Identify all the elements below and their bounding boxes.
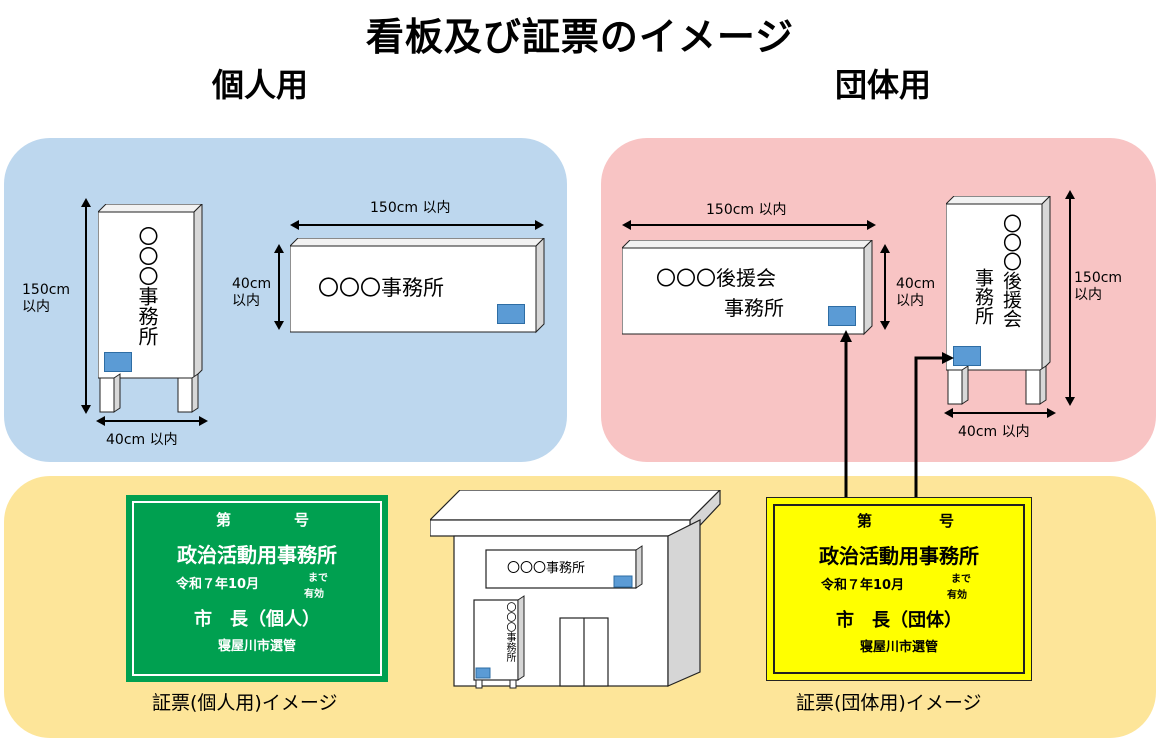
group-sign-line2: 事務所 [724, 296, 784, 320]
group-vertical-signboard [946, 196, 1051, 405]
cert-number-suffix: 号 [294, 511, 310, 529]
individual-cert-caption: 証票(個人用)イメージ [152, 692, 338, 714]
horizontal-width-arrow [290, 220, 544, 230]
certificate-marker [104, 352, 132, 372]
cert-issuer: 市 長（団体） [836, 610, 962, 631]
group-horizontal-height-label: 40cm 以内 [896, 276, 936, 309]
horizontal-sign-text: 〇〇〇事務所 [318, 276, 444, 300]
group-horizontal-width-arrow [622, 220, 876, 230]
certificate-marker [953, 346, 981, 366]
building-stand-sign-text: 〇〇〇事務所 [504, 602, 515, 662]
cert-validity: 令和７年10月 [176, 577, 260, 592]
vertical-signboard-shape [98, 204, 203, 413]
width-label: 40cm 以内 [106, 432, 178, 448]
group-vertical-sign-col2: 事務所 [972, 268, 994, 325]
certificate-marker [828, 306, 856, 326]
cert-number-label: 第 [216, 511, 232, 529]
page-title: 看板及び証票のイメージ [365, 15, 795, 59]
group-height-arrow [1065, 190, 1075, 406]
individual-certificate: 第 号 政治活動用事務所 令和７年10月 まで 有効 市 長（個人） 寝屋川市選… [126, 495, 388, 682]
cert-number-suffix: 号 [939, 512, 955, 530]
group-vertical-sign-col1: 〇〇〇後援会 [1000, 214, 1022, 328]
group-horizontal-width-label: 150cm 以内 [706, 202, 787, 218]
group-horizontal-height-arrow [880, 244, 890, 330]
cert-issuer: 市 長（個人） [194, 609, 320, 630]
group-width-arrow [944, 408, 1056, 418]
cert-heading: 政治活動用事務所 [177, 543, 337, 567]
connector-arrows [840, 330, 954, 500]
group-sign-line1: 〇〇〇後援会 [656, 266, 776, 290]
cert-validity: 令和７年10月 [821, 578, 905, 593]
individual-vertical-signboard: 〇〇〇事務所 [98, 204, 206, 414]
group-heading: 団体用 [835, 66, 932, 104]
group-cert-caption: 証票(団体用)イメージ [796, 692, 982, 714]
individual-horizontal-signboard [290, 238, 545, 334]
cert-committee: 寝屋川市選管 [217, 639, 296, 654]
horizontal-height-label: 40cm 以内 [232, 276, 272, 309]
group-certificate: 第 号 政治活動用事務所 令和７年10月 まで 有効 市 長（団体） 寝屋川市選… [766, 497, 1032, 681]
cert-validity-suffix-1: まで [951, 574, 971, 585]
individual-heading: 個人用 [212, 66, 309, 104]
cert-validity-suffix-2: 有効 [947, 590, 967, 601]
certificate-marker [497, 304, 525, 324]
horizontal-width-label: 150cm 以内 [370, 200, 451, 216]
cert-validity-suffix-1: まで [308, 573, 328, 584]
horizontal-height-arrow [274, 244, 284, 330]
building-wall-sign-text: 〇〇〇事務所 [507, 561, 586, 576]
width-arrow [96, 416, 208, 426]
office-building [430, 490, 721, 689]
cert-number-label: 第 [857, 512, 873, 530]
cert-validity-suffix-2: 有効 [304, 589, 324, 600]
cert-committee: 寝屋川市選管 [859, 640, 938, 655]
height-label: 150cm 以内 [22, 282, 71, 315]
cert-heading: 政治活動用事務所 [819, 544, 979, 568]
group-height-label: 150cm 以内 [1074, 270, 1123, 303]
height-arrow [81, 198, 91, 414]
group-horizontal-signboard [622, 240, 873, 336]
group-width-label: 40cm 以内 [958, 424, 1030, 440]
vertical-sign-text: 〇〇〇事務所 [135, 226, 159, 346]
